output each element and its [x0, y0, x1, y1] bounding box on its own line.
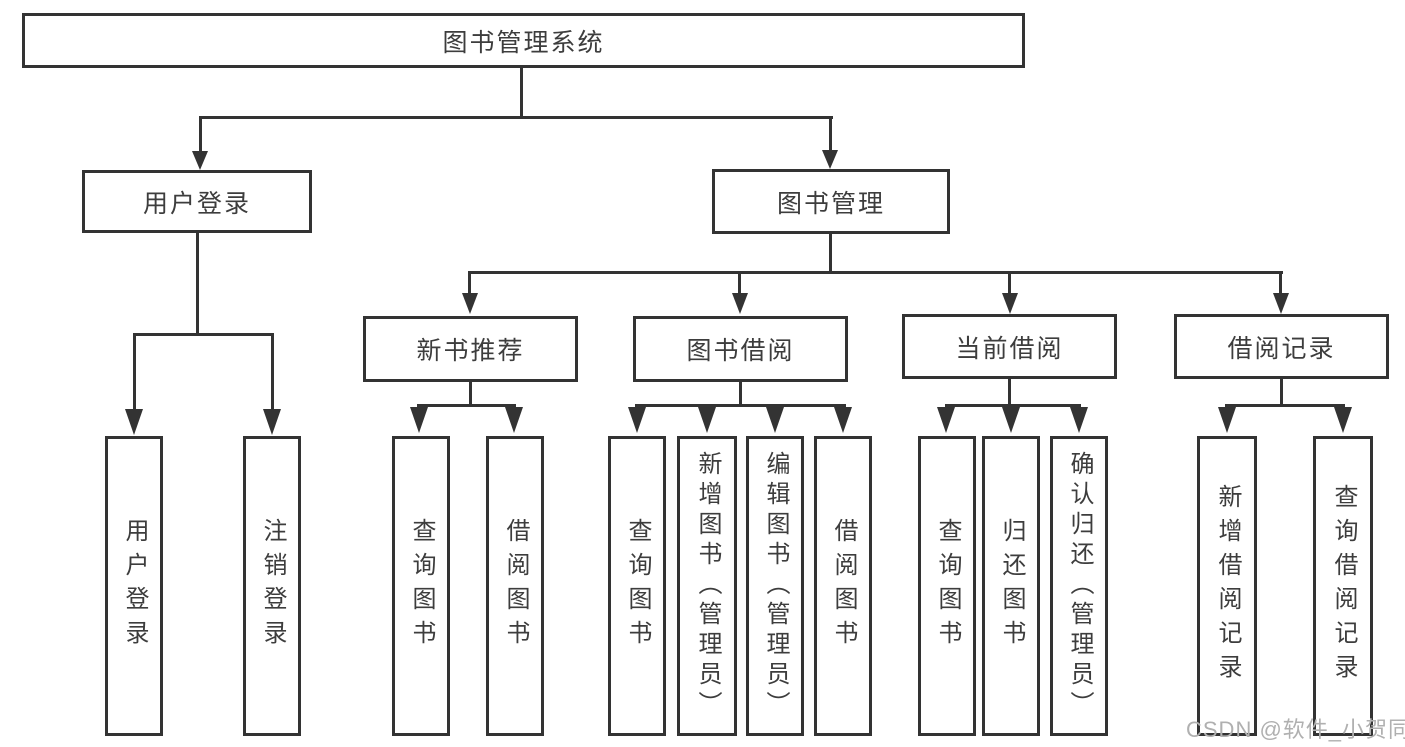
arrow-cb-return — [1002, 407, 1020, 433]
node-current-borrow: 当前借阅 — [902, 314, 1117, 379]
node-book-borrow-label: 图书借阅 — [686, 337, 795, 365]
leaf-bb-edit-book-label: 编辑图书（管理员） — [762, 451, 789, 721]
connector-nb-branch — [417, 404, 516, 407]
connector-nb-stem — [469, 382, 472, 407]
watermark: CSDN @软件_小贺同学 — [1186, 717, 1405, 742]
leaf-cb-return-book-label: 归还图书 — [998, 518, 1025, 654]
arrow-new-book — [462, 293, 478, 314]
connector-bm-drop-4 — [1279, 271, 1282, 294]
connector-root-drop-right — [829, 116, 832, 151]
node-borrow-record-label: 借阅记录 — [1227, 334, 1336, 363]
connector-bb-branch — [635, 404, 846, 407]
leaf-cb-return-book: 归还图书 — [982, 436, 1040, 736]
connector-root-branch — [199, 116, 833, 119]
arrow-bb-query — [628, 407, 646, 433]
connector-bm-stem — [829, 234, 832, 273]
leaf-bb-query-book-label: 查询图书 — [624, 518, 651, 654]
leaf-user-login-label: 用户登录 — [121, 518, 148, 654]
arrow-bb-add — [698, 407, 716, 433]
node-user-login-label: 用户登录 — [142, 189, 251, 218]
arrow-leaf-user-login — [125, 409, 143, 435]
leaf-bb-add-book: 新增图书（管理员） — [677, 436, 737, 736]
connector-bm-drop-3 — [1008, 271, 1011, 294]
leaf-nb-borrow-book: 借阅图书 — [486, 436, 544, 736]
connector-ul-branch — [133, 333, 274, 336]
arrow-br-query — [1334, 407, 1352, 433]
node-root: 图书管理系统 — [22, 13, 1025, 68]
leaf-bb-borrow-book-label: 借阅图书 — [830, 518, 857, 654]
leaf-bb-edit-book: 编辑图书（管理员） — [746, 436, 804, 736]
arrow-nb-query — [410, 407, 428, 433]
leaf-cb-query-book-label: 查询图书 — [934, 518, 961, 654]
connector-br-branch — [1225, 404, 1345, 407]
leaf-bb-borrow-book: 借阅图书 — [814, 436, 872, 736]
leaf-nb-query-book-label: 查询图书 — [408, 518, 435, 654]
leaf-nb-query-book: 查询图书 — [392, 436, 450, 736]
leaf-br-query-record-label: 查询借阅记录 — [1330, 484, 1357, 688]
arrow-bb-borrow — [834, 407, 852, 433]
node-book-borrow: 图书借阅 — [633, 316, 848, 382]
arrow-leaf-logout — [263, 409, 281, 435]
arrow-book-borrow — [732, 293, 748, 314]
leaf-nb-borrow-book-label: 借阅图书 — [502, 518, 529, 654]
connector-cb-branch — [945, 404, 1081, 407]
leaf-cb-confirm-return-label: 确认归还（管理员） — [1066, 451, 1093, 721]
node-new-book-label: 新书推荐 — [416, 337, 525, 365]
arrow-borrow-record — [1273, 293, 1289, 314]
arrow-user-login — [192, 151, 208, 170]
connector-ul-drop-left — [133, 333, 136, 410]
arrow-cb-query — [937, 407, 955, 433]
node-book-mgmt: 图书管理 — [712, 169, 950, 234]
arrow-nb-borrow — [505, 407, 523, 433]
arrow-cb-confirm — [1070, 407, 1088, 433]
leaf-bb-add-book-label: 新增图书（管理员） — [694, 451, 721, 721]
node-current-borrow-label: 当前借阅 — [955, 334, 1064, 363]
leaf-cb-confirm-return: 确认归还（管理员） — [1050, 436, 1108, 736]
connector-root-drop-left — [199, 116, 202, 152]
node-borrow-record: 借阅记录 — [1174, 314, 1389, 379]
connector-root-stem — [520, 68, 523, 119]
connector-ul-stem — [196, 233, 199, 335]
connector-ul-drop-right — [271, 333, 274, 410]
leaf-br-add-record-label: 新增借阅记录 — [1214, 484, 1241, 688]
connector-bb-stem — [739, 382, 742, 407]
arrow-current-borrow — [1002, 293, 1018, 314]
node-new-book: 新书推荐 — [363, 316, 578, 382]
node-book-mgmt-label: 图书管理 — [776, 189, 885, 218]
node-user-login: 用户登录 — [82, 170, 312, 233]
connector-cb-stem — [1008, 379, 1011, 407]
arrow-br-add — [1218, 407, 1236, 433]
leaf-logout: 注销登录 — [243, 436, 301, 736]
connector-bm-drop-2 — [738, 271, 741, 294]
leaf-bb-query-book: 查询图书 — [608, 436, 666, 736]
leaf-br-add-record: 新增借阅记录 — [1197, 436, 1257, 736]
leaf-br-query-record: 查询借阅记录 — [1313, 436, 1373, 736]
connector-bm-drop-1 — [468, 271, 471, 294]
node-root-label: 图书管理系统 — [442, 28, 605, 57]
leaf-user-login: 用户登录 — [105, 436, 163, 736]
connector-br-stem — [1280, 379, 1283, 407]
arrow-book-mgmt — [822, 150, 838, 169]
leaf-cb-query-book: 查询图书 — [918, 436, 976, 736]
leaf-logout-label: 注销登录 — [259, 518, 286, 654]
connector-bm-branch — [468, 271, 1283, 274]
arrow-bb-edit — [766, 407, 784, 433]
